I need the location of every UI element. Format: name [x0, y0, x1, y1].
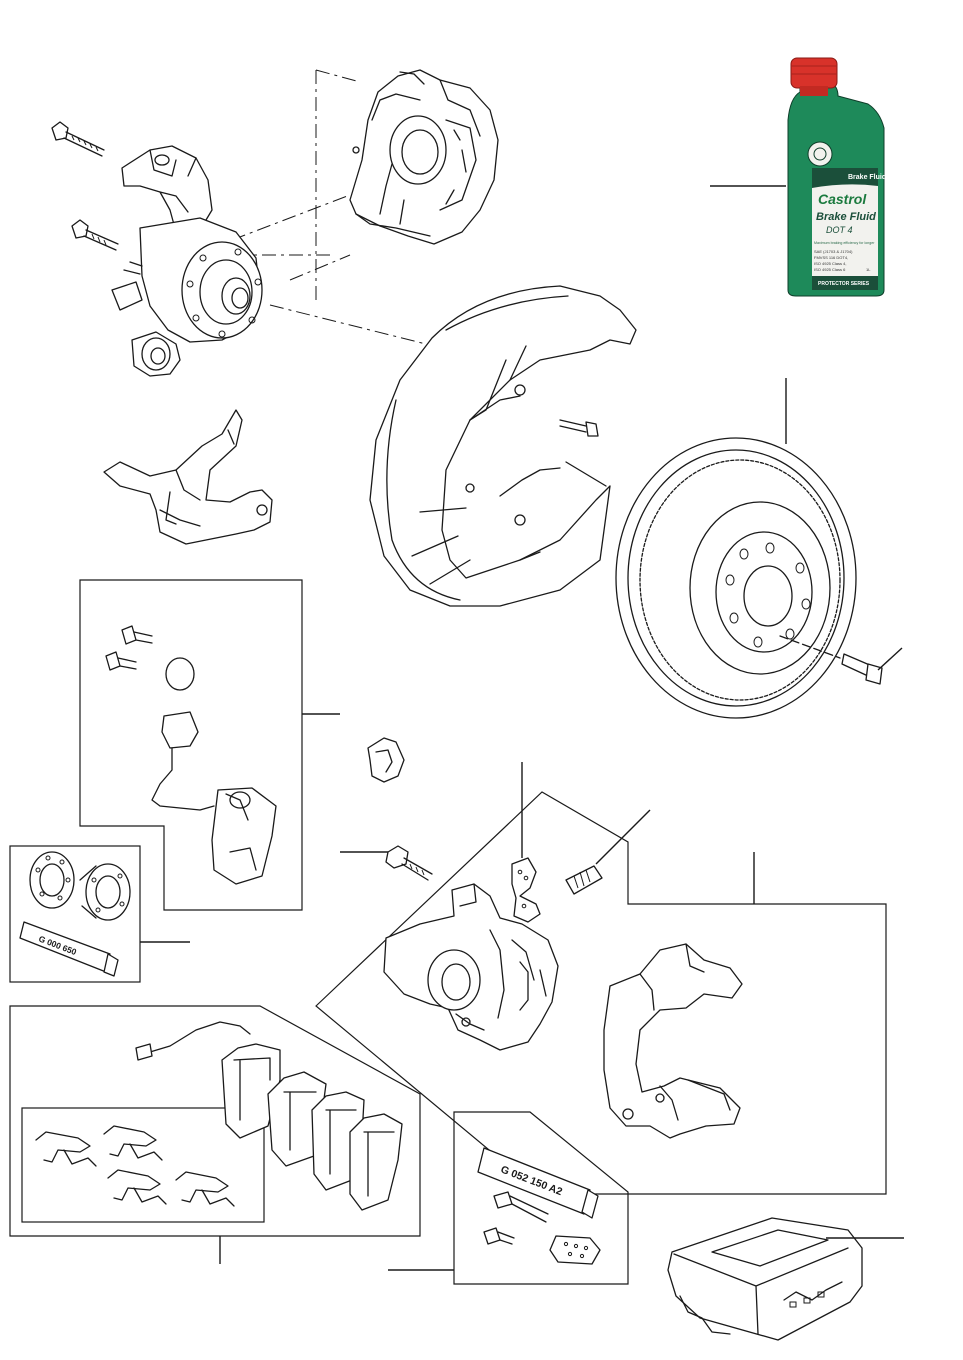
bottle-spec1: SAE (J1703 & J1704) [814, 249, 853, 254]
box-wear-sensor-kit [79, 579, 340, 911]
brake-control-module [667, 1217, 904, 1341]
brake-caliper-upper [349, 69, 499, 245]
bottle-top-label: Brake Fluid [848, 174, 886, 181]
brake-disc [615, 437, 883, 719]
bottle-brand: Castrol [818, 191, 867, 207]
bottle-grade: DOT 4 [826, 225, 853, 235]
bottle-product: Brake Fluid [816, 211, 876, 223]
bottle-tagline: Maximum braking efficiency for longer [814, 241, 875, 245]
bottle-series: PROTECTOR SERIES [818, 281, 870, 287]
bottle-spec4: ISO 4925 Class 6 [814, 267, 846, 272]
leader-lines [710, 185, 903, 671]
bottle-volume: 1L [866, 267, 871, 272]
bottle-spec3: ISO 4925 Class 4, [814, 261, 846, 266]
caliper-guide-bolt [340, 845, 433, 881]
brake-fluid-bottle: Brake Fluid Castrol Brake Fluid DOT 4 Ma… [787, 57, 886, 297]
retaining-clip [367, 737, 405, 783]
sensor-mounting-bracket [103, 409, 273, 545]
box-caliper-assembly [315, 762, 887, 1195]
box-seal-and-grease: G 000 650 [9, 845, 190, 983]
bottle-spec2: FMVSS 116 DOT4, [814, 255, 848, 260]
wheel-bearing-housing [51, 121, 263, 377]
anti-rattle-clips [35, 1125, 235, 1207]
box-brake-pads [9, 1005, 421, 1264]
box-guide-pin-kit: G 052 150 A2 [388, 1111, 629, 1285]
assembly-dash-lines [231, 69, 431, 346]
brake-splash-shield [369, 285, 637, 607]
